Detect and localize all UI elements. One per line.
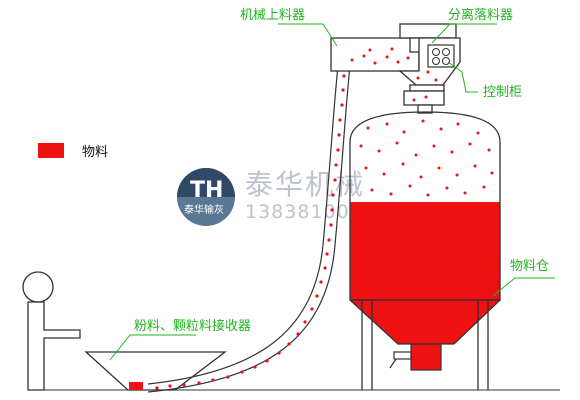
logo-caption: 泰华输灰 bbox=[184, 203, 224, 216]
legend-swatch bbox=[38, 143, 64, 158]
label-receiver: 粉料、颗粒料接收器 bbox=[134, 318, 251, 334]
leader-lines bbox=[109, 23, 555, 361]
bin-material-fill bbox=[350, 202, 500, 344]
label-separator: 分离落料器 bbox=[448, 7, 513, 23]
pipe-material-dots bbox=[155, 61, 348, 390]
receiver-material bbox=[129, 382, 143, 390]
gauge-icon bbox=[432, 57, 440, 65]
vacuum-loader bbox=[330, 37, 420, 72]
legend: 物料 bbox=[38, 143, 108, 160]
control-cabinet bbox=[427, 44, 455, 68]
legend-label: 物料 bbox=[82, 145, 108, 160]
operator-figure bbox=[22, 271, 81, 391]
label-vacuum-loader: 机械上料器 bbox=[240, 8, 305, 23]
th-logo: TH 泰华输灰 bbox=[177, 168, 235, 226]
conveying-pipe bbox=[147, 55, 352, 393]
gauge-icon bbox=[442, 48, 450, 56]
label-control-cabinet: 控制柜 bbox=[483, 85, 522, 100]
material-bin bbox=[349, 111, 501, 390]
company-name: 泰华机械 bbox=[245, 168, 365, 201]
logo-letters: TH bbox=[190, 178, 223, 203]
discharge-outlet-material bbox=[410, 343, 442, 371]
receiver-hopper bbox=[84, 351, 227, 391]
label-material-bin: 物料仓 bbox=[510, 259, 549, 274]
gauge-icon bbox=[432, 48, 440, 56]
gauge-icon bbox=[442, 57, 450, 65]
valve-handle bbox=[389, 351, 412, 369]
bin-material-dots bbox=[359, 119, 494, 197]
